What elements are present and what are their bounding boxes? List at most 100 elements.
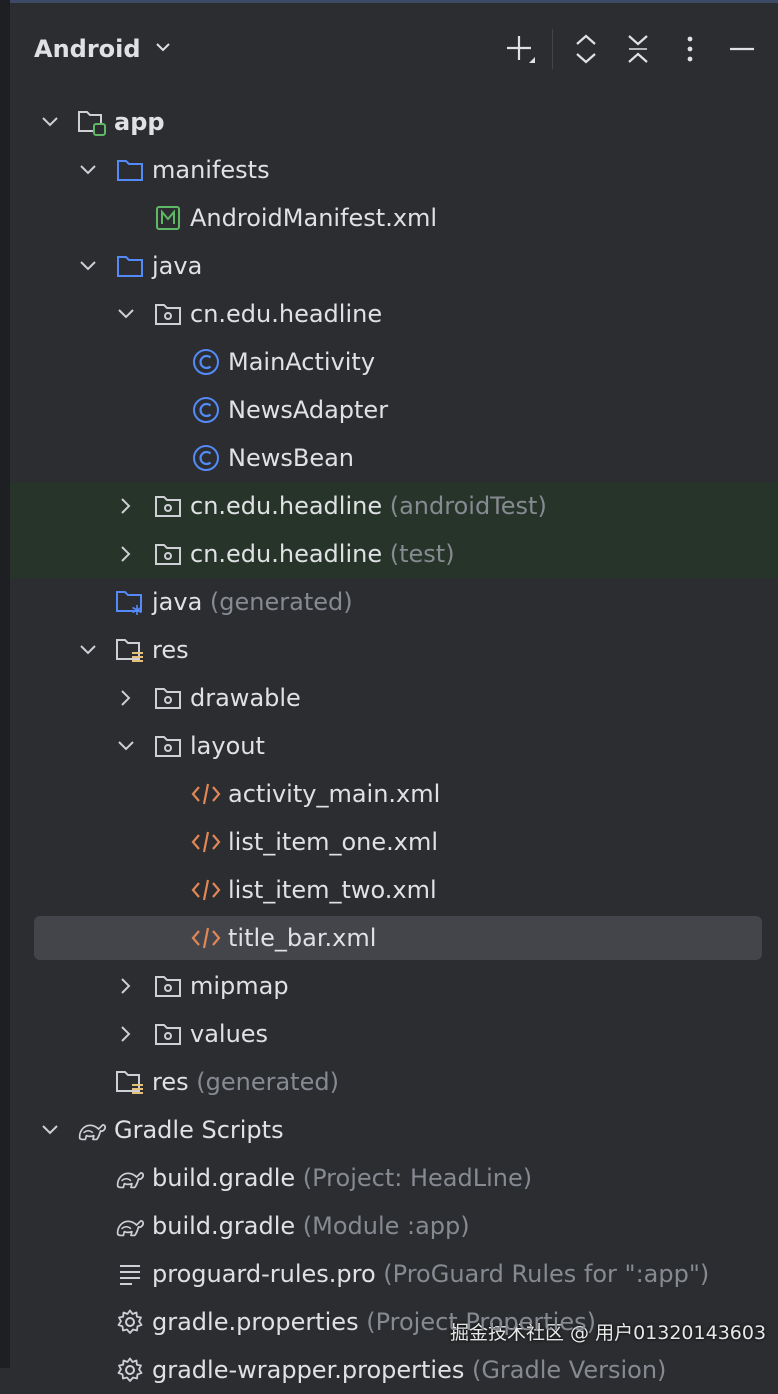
package-icon bbox=[152, 1018, 184, 1050]
tree-item-hint: (Module :app) bbox=[295, 1212, 470, 1240]
tree-item[interactable]: list_item_two.xml bbox=[10, 866, 778, 914]
view-selector-dropdown[interactable]: Android bbox=[34, 31, 173, 67]
class-icon bbox=[190, 346, 222, 378]
tree-item[interactable]: app bbox=[10, 98, 778, 146]
tree-item-label: list_item_one.xml bbox=[228, 828, 439, 856]
chevron-down-icon[interactable] bbox=[114, 302, 138, 326]
package-icon bbox=[152, 490, 184, 522]
tree-item-label: java (generated) bbox=[152, 588, 353, 616]
tree-item-label: gradle-wrapper.properties (Gradle Versio… bbox=[152, 1356, 667, 1384]
tree-item[interactable]: AndroidManifest.xml bbox=[10, 194, 778, 242]
tree-item-label: MainActivity bbox=[228, 348, 376, 376]
options-button[interactable] bbox=[670, 29, 710, 69]
tree-item-label: java bbox=[152, 252, 203, 280]
folder-icon bbox=[114, 250, 146, 282]
tree-item[interactable]: cn.edu.headline (androidTest) bbox=[10, 482, 778, 530]
tree-item[interactable]: proguard-rules.pro (ProGuard Rules for "… bbox=[10, 1250, 778, 1298]
chevron-right-icon[interactable] bbox=[114, 1022, 138, 1046]
text-file-icon bbox=[114, 1258, 146, 1290]
tree-item[interactable]: mipmap bbox=[10, 962, 778, 1010]
hide-panel-button[interactable] bbox=[722, 29, 762, 69]
chevron-right-icon[interactable] bbox=[114, 686, 138, 710]
xml-icon bbox=[190, 874, 222, 906]
chevron-down-icon[interactable] bbox=[38, 110, 62, 134]
settings-file-icon bbox=[114, 1354, 146, 1386]
manifest-icon bbox=[152, 202, 184, 234]
tree-item-hint: (androidTest) bbox=[382, 492, 547, 520]
expand-all-button[interactable] bbox=[566, 29, 606, 69]
gradle-icon bbox=[114, 1162, 146, 1194]
chevron-right-icon[interactable] bbox=[114, 542, 138, 566]
project-panel-header: Android bbox=[10, 3, 778, 91]
tree-item[interactable]: NewsAdapter bbox=[10, 386, 778, 434]
tree-item[interactable]: build.gradle (Module :app) bbox=[10, 1202, 778, 1250]
package-icon bbox=[152, 730, 184, 762]
expand-all-icon bbox=[576, 34, 596, 64]
gradle-icon bbox=[76, 1114, 108, 1146]
tree-item[interactable]: values bbox=[10, 1010, 778, 1058]
package-icon bbox=[152, 682, 184, 714]
tree-item[interactable]: list_item_one.xml bbox=[10, 818, 778, 866]
tree-item-label: Gradle Scripts bbox=[114, 1116, 284, 1144]
tree-item-label: AndroidManifest.xml bbox=[190, 204, 438, 232]
tree-item[interactable]: drawable bbox=[10, 674, 778, 722]
gradle-icon bbox=[114, 1210, 146, 1242]
tree-item[interactable]: java bbox=[10, 242, 778, 290]
chevron-down-icon[interactable] bbox=[76, 254, 100, 278]
tree-item[interactable]: java (generated) bbox=[10, 578, 778, 626]
tree-item-hint: (generated) bbox=[188, 1068, 339, 1096]
chevron-down-icon[interactable] bbox=[38, 1118, 62, 1142]
tree-item-label: drawable bbox=[190, 684, 301, 712]
settings-file-icon bbox=[114, 1306, 146, 1338]
xml-icon bbox=[190, 778, 222, 810]
chevron-down-icon[interactable] bbox=[76, 158, 100, 182]
tree-item[interactable]: cn.edu.headline (test) bbox=[10, 530, 778, 578]
tree-item[interactable]: MainActivity bbox=[10, 338, 778, 386]
minimize-icon bbox=[730, 47, 754, 51]
chevron-right-icon[interactable] bbox=[114, 494, 138, 518]
tree-item-label: NewsBean bbox=[228, 444, 354, 472]
tree-item[interactable]: manifests bbox=[10, 146, 778, 194]
tree-item-hint: (Gradle Version) bbox=[464, 1356, 667, 1384]
watermark: 掘金技术社区 @ 用户01320143603 bbox=[450, 1322, 767, 1344]
collapse-all-button[interactable] bbox=[618, 29, 658, 69]
tree-item[interactable]: layout bbox=[10, 722, 778, 770]
tree-item[interactable]: res (generated) bbox=[10, 1058, 778, 1106]
tree-item-hint: (generated) bbox=[202, 588, 353, 616]
tree-item[interactable]: activity_main.xml bbox=[10, 770, 778, 818]
tree-item-label: app bbox=[114, 108, 165, 136]
tree-item[interactable]: gradle.properties (Project Properties) bbox=[10, 1298, 778, 1346]
tree-item-label: build.gradle (Project: HeadLine) bbox=[152, 1164, 533, 1192]
package-icon bbox=[152, 970, 184, 1002]
generated-folder-icon bbox=[114, 586, 146, 618]
class-icon bbox=[190, 394, 222, 426]
tree-item[interactable]: Gradle Scripts bbox=[10, 1106, 778, 1154]
tree-item[interactable]: build.gradle (Project: HeadLine) bbox=[10, 1154, 778, 1202]
tree-item[interactable]: cn.edu.headline bbox=[10, 290, 778, 338]
add-file-button[interactable] bbox=[500, 29, 540, 69]
tree-item-label: res (generated) bbox=[152, 1068, 339, 1096]
left-border bbox=[0, 0, 10, 1368]
package-icon bbox=[152, 538, 184, 570]
toolbar-separator bbox=[552, 29, 553, 69]
tree-item-label: NewsAdapter bbox=[228, 396, 389, 424]
module-folder-icon bbox=[76, 106, 108, 138]
tree-item-hint: (Project: HeadLine) bbox=[295, 1164, 533, 1192]
tree-item-label: manifests bbox=[152, 156, 270, 184]
view-selector-label: Android bbox=[34, 35, 141, 63]
tree-item-hint: (Project Properties) bbox=[358, 1308, 596, 1336]
tree-item[interactable]: NewsBean bbox=[10, 434, 778, 482]
tree-item-label: layout bbox=[190, 732, 265, 760]
chevron-down-icon[interactable] bbox=[114, 734, 138, 758]
tree-item-label: values bbox=[190, 1020, 269, 1048]
tree-item-label: list_item_two.xml bbox=[228, 876, 437, 904]
tree-item[interactable]: res bbox=[10, 626, 778, 674]
tree-item-label: gradle.properties (Project Properties) bbox=[152, 1308, 596, 1336]
tree-item-label: cn.edu.headline bbox=[190, 300, 383, 328]
chevron-down-icon[interactable] bbox=[76, 638, 100, 662]
chevron-down-icon bbox=[153, 35, 173, 63]
tree-item-label: build.gradle (Module :app) bbox=[152, 1212, 470, 1240]
chevron-right-icon[interactable] bbox=[114, 974, 138, 998]
tree-item[interactable]: title_bar.xml bbox=[10, 914, 778, 962]
